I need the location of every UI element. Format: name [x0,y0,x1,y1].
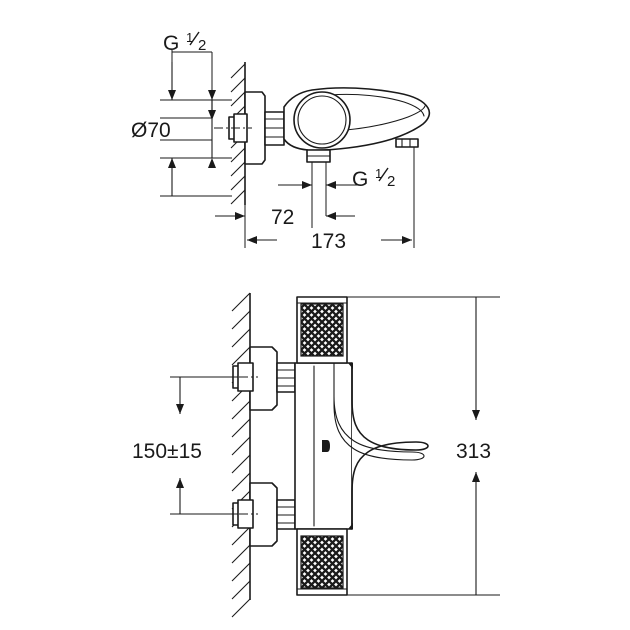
index-marker-bottom [322,440,330,452]
wall-hatching-bottom [231,292,251,618]
g-half-outlet-letter: G [352,168,368,191]
escutcheon-upper-bottom [249,346,278,411]
escutcheon-lower-bottom [249,482,278,547]
g-half-outlet-denominator: 2 [387,173,395,190]
dim-g-half-inlet [160,50,232,120]
g-half-outlet-numerator: 1 [375,166,382,181]
dim-173 [247,147,415,248]
label-dim-313: 313 [456,440,491,463]
union-nut-top [264,111,285,146]
inlet-nut-top [233,113,248,143]
notch-bottom-bottomview [348,523,353,529]
label-dim-173: 173 [311,230,346,253]
g-half-inlet-letter: G [163,32,179,55]
top-view-group [160,50,431,248]
spout-profile-bottom [351,362,429,530]
label-dim-150-tolerance: 150±15 [132,440,202,463]
spout-highlight-top [329,93,425,117]
g-half-inlet-numerator: 1 [186,30,193,45]
label-diameter-70: Ø70 [131,119,171,142]
dim-72 [215,205,355,248]
spout-inner-curve-bottom [333,362,425,461]
volume-grip-bottom [296,528,348,596]
spout-lower-curve-top [345,105,426,131]
g-half-inlet-denominator: 2 [198,37,206,54]
handle-knob-inner-top [297,95,347,145]
dim-313 [347,296,500,596]
label-dim-72: 72 [271,206,294,229]
outlet-spigot-top [306,149,331,216]
dim-150-tolerance [170,376,238,515]
escutcheon-top [244,91,266,165]
bottom-view-group [170,292,500,618]
thermostat-grip-top [296,296,348,364]
dim-escutcheon-lower-tick [160,158,232,197]
label-g-half-inlet: G 1 2 [163,30,206,55]
notch-top-bottomview [348,363,353,369]
dim-diameter-70 [160,90,232,168]
label-g-half-outlet: G 1 2 [352,166,395,191]
union-nut-upper-bottom [276,362,296,393]
aerator-foot-top [395,138,419,148]
handle-knob-outer-top [293,91,351,149]
union-nut-lower-bottom [276,499,296,530]
